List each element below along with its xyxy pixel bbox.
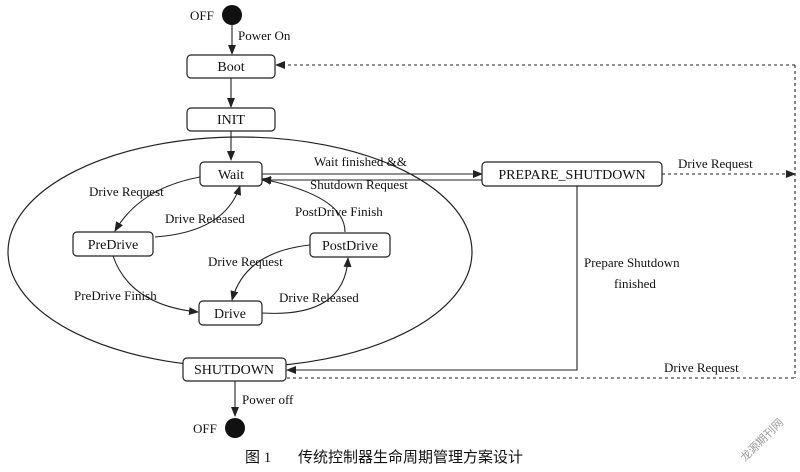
state-predrive-label: PreDrive: [88, 238, 139, 253]
label-wait-finished-1: Wait finished &&: [314, 154, 407, 169]
label-drive-released-left: Drive Released: [165, 211, 245, 226]
label-power-off: Power off: [242, 392, 294, 407]
off-top-node: [222, 5, 242, 25]
label-power-on: Power On: [238, 28, 291, 43]
label-drive-request-inner: Drive Request: [208, 254, 283, 269]
state-predrive: PreDrive: [72, 231, 154, 257]
label-wait-finished-2: Shutdown Request: [310, 177, 408, 192]
caption-figure-number: 图 1: [245, 449, 271, 466]
state-prepare-shutdown: PREPARE_SHUTDOWN: [481, 161, 663, 187]
state-wait: Wait: [199, 161, 263, 187]
state-boot-label: Boot: [217, 60, 244, 75]
edge-postdrive-to-wait: [261, 176, 346, 233]
state-prepare-shutdown-label: PREPARE_SHUTDOWN: [498, 168, 645, 183]
state-boot: Boot: [186, 54, 276, 79]
state-shutdown-label: SHUTDOWN: [194, 363, 274, 378]
caption-title: 传统控制器生命周期管理方案设计: [298, 448, 523, 466]
edge-predrive-to-wait: [154, 185, 242, 238]
label-postdrive-finish: PostDrive Finish: [295, 204, 383, 219]
edge-postdrive-to-drive: [230, 244, 311, 301]
label-drive-request-left: Drive Request: [89, 184, 164, 199]
state-postdrive-label: PostDrive: [322, 239, 378, 254]
label-prepare-finished-1: Prepare Shutdown: [584, 255, 680, 270]
label-predrive-finish: PreDrive Finish: [74, 288, 157, 303]
state-wait-label: Wait: [218, 168, 244, 183]
edge-prepare-to-shutdown: [286, 186, 578, 374]
watermark-text: 龙源期刊网: [737, 415, 786, 464]
edge-wait-to-predrive: [114, 176, 201, 232]
state-postdrive: PostDrive: [309, 232, 391, 258]
state-init-label: INIT: [217, 113, 245, 128]
off-top-label: OFF: [190, 8, 214, 23]
state-drive-label: Drive: [214, 307, 246, 322]
label-prepare-finished-2: finished: [614, 276, 656, 291]
state-drive: Drive: [198, 300, 263, 326]
state-shutdown: SHUTDOWN: [182, 357, 287, 382]
edge-predrive-to-drive: [112, 255, 199, 316]
off-bottom-node: [225, 418, 245, 438]
off-bottom-label: OFF: [193, 421, 217, 436]
edge-drive-to-postdrive: [261, 257, 352, 314]
label-drive-request-top: Drive Request: [678, 156, 753, 171]
state-init: INIT: [186, 107, 276, 132]
label-drive-released-bottom: Drive Released: [279, 290, 359, 305]
label-drive-request-bottom: Drive Request: [664, 360, 739, 375]
